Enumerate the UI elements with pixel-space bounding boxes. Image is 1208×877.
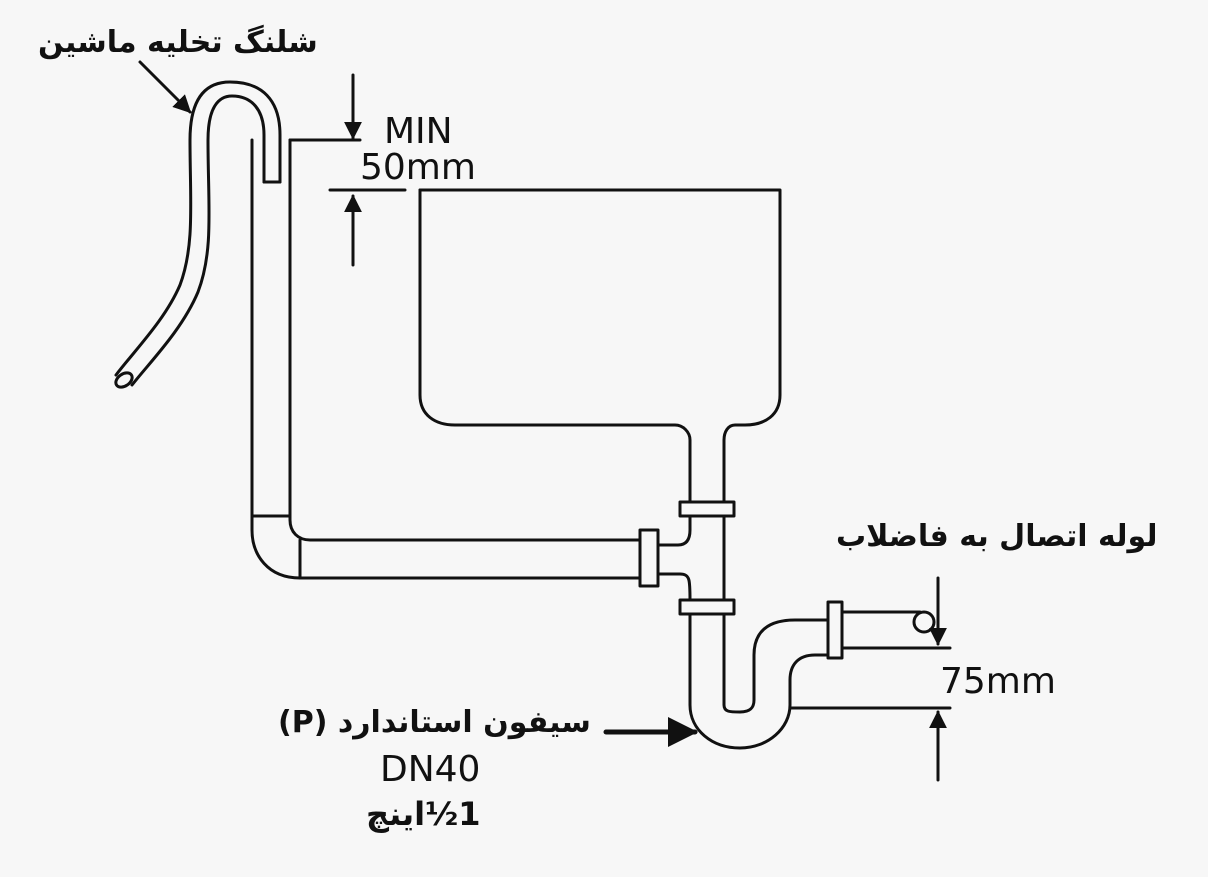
- siphon-inch-label: 1½اینچ: [366, 795, 481, 833]
- siphon-size-label: DN40: [380, 749, 481, 790]
- waste-pipe-label: لوله اتصال به فاضلاب: [836, 519, 1158, 554]
- sink-basin: [418, 188, 782, 507]
- trap-dimension: [788, 576, 952, 782]
- inlet-connector: [638, 513, 692, 602]
- standpipe: [250, 138, 642, 580]
- tailpipe-connectors: [678, 500, 736, 616]
- min-label: MIN: [384, 111, 453, 152]
- leader-arrows: [138, 60, 698, 747]
- drain-hose-label: شلنگ تخلیه ماشین: [38, 25, 318, 60]
- min-height-label: 50mm: [360, 147, 476, 188]
- trap-height-label: 75mm: [940, 661, 1056, 702]
- siphon-label: سیفون استاندارد (P): [278, 705, 591, 740]
- p-trap: [688, 600, 936, 750]
- drain-hose: [114, 80, 282, 389]
- min-dimension: [328, 73, 407, 267]
